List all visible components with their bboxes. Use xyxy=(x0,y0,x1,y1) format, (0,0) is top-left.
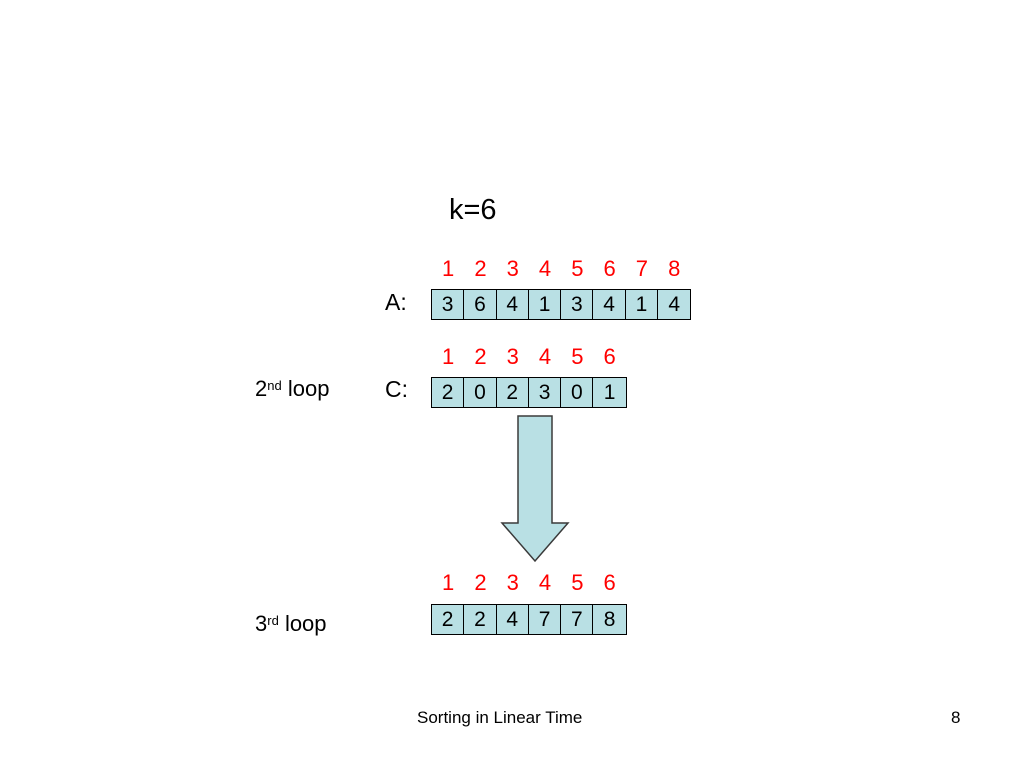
array-c-index: 5 xyxy=(571,344,584,369)
down-arrow-shape xyxy=(500,415,570,563)
array-a-index: 2 xyxy=(474,256,487,281)
array-c-cell: 0 xyxy=(464,378,497,407)
footer-title: Sorting in Linear Time xyxy=(417,708,583,727)
array-c-after-index-row: 1 2 3 4 5 6 xyxy=(432,569,626,597)
loop-2-ordinal: 2 xyxy=(255,376,268,401)
array-c-cell: 3 xyxy=(529,378,562,407)
loop-2-suffix: nd xyxy=(267,378,282,393)
array-c-after-index: 6 xyxy=(603,570,616,595)
loop-3-suffix: rd xyxy=(267,613,279,628)
array-c-after-cell: 8 xyxy=(603,608,616,631)
loop-3-ordinal: 3 xyxy=(255,611,268,636)
array-a-cell: 4 xyxy=(668,293,681,316)
array-c-after-index: 3 xyxy=(506,570,519,595)
array-a-cell: 4 xyxy=(593,290,626,319)
array-c-index: 6 xyxy=(603,344,616,369)
array-c-after-index: 1 xyxy=(442,570,455,595)
page-number: 8 xyxy=(951,708,961,727)
array-a-index: 3 xyxy=(506,256,519,281)
array-c-after-cell: 7 xyxy=(561,605,594,634)
array-c-cell: 1 xyxy=(603,381,616,404)
array-a-index-row: 1 2 3 4 5 6 7 8 xyxy=(432,255,690,283)
array-a-cell: 3 xyxy=(561,290,594,319)
array-a-index: 5 xyxy=(571,256,584,281)
loop-3-word: loop xyxy=(284,611,327,636)
array-a-cell: 1 xyxy=(529,290,562,319)
array-c-index: 3 xyxy=(506,344,519,369)
array-c-index: 4 xyxy=(538,344,552,369)
array-c-after-cell: 2 xyxy=(432,605,465,634)
array-a-cell: 3 xyxy=(432,290,465,319)
array-a-cell: 4 xyxy=(497,290,529,319)
array-c-cell: 2 xyxy=(432,378,465,407)
array-c-index-row: 1 2 3 4 5 6 xyxy=(432,343,626,371)
array-c-index: 2 xyxy=(474,344,487,369)
k-value-label: k=6 xyxy=(449,194,497,226)
down-arrow-icon xyxy=(500,415,570,563)
array-a-index: 1 xyxy=(442,256,455,281)
array-c-after-cell: 2 xyxy=(464,605,497,634)
array-c-after-index: 4 xyxy=(538,570,552,595)
array-c-cell: 0 xyxy=(561,378,594,407)
array-c-after-index: 5 xyxy=(571,570,584,595)
array-c-cells: 2 0 2 3 0 1 xyxy=(431,377,627,408)
array-c-label: C: xyxy=(385,376,408,402)
array-a-index: 7 xyxy=(635,256,649,281)
loop-3-label: 3rd loop xyxy=(255,609,327,639)
array-a-index: 4 xyxy=(538,256,552,281)
loop-2-word: loop xyxy=(287,376,330,401)
array-a-cells: 3 6 4 1 3 4 1 4 xyxy=(431,289,692,320)
array-c-after-cell: 7 xyxy=(529,605,562,634)
array-a-index: 8 xyxy=(668,256,681,281)
array-a-cell: 6 xyxy=(464,290,497,319)
array-c-cell: 2 xyxy=(497,378,529,407)
array-a-index: 6 xyxy=(603,256,616,281)
array-a-cell: 1 xyxy=(626,290,659,319)
array-a-label: A: xyxy=(385,289,407,315)
array-c-after-index: 2 xyxy=(474,570,487,595)
array-c-index: 1 xyxy=(442,344,455,369)
array-c-after-cell: 4 xyxy=(497,605,529,634)
loop-2-label: 2nd loop xyxy=(255,374,329,404)
array-c-after-cells: 2 2 4 7 7 8 xyxy=(431,604,627,635)
